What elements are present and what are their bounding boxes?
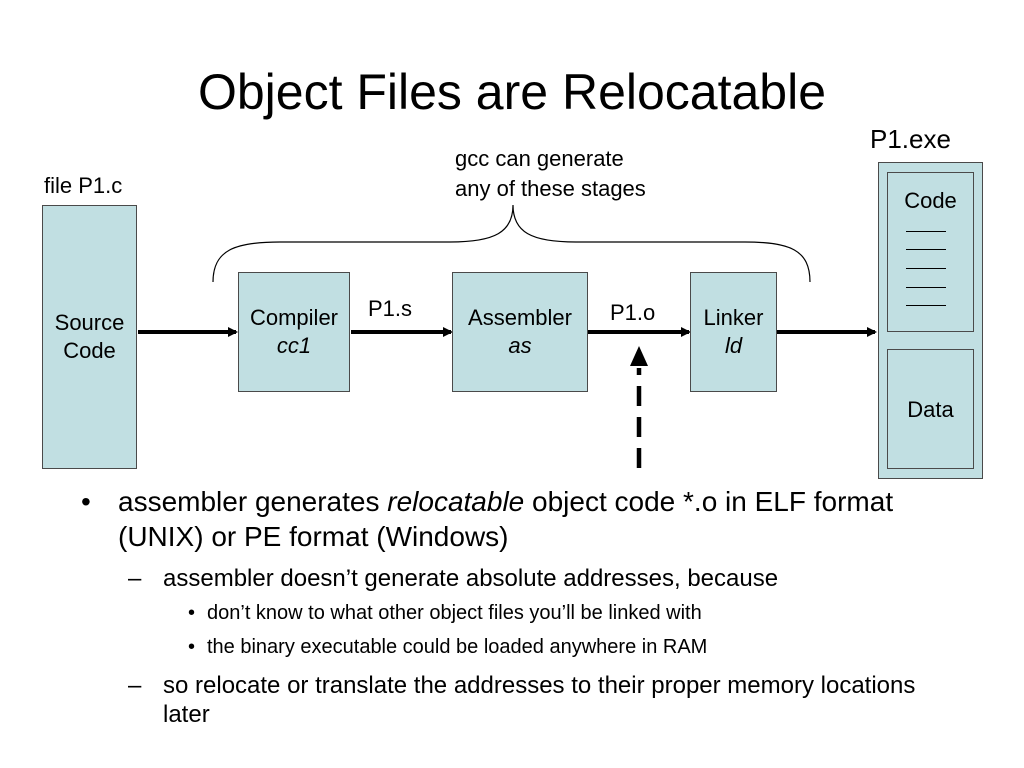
bullet-1-suffix: object code *.o in ELF format (UNIX) or … xyxy=(118,486,894,552)
code-line-2 xyxy=(906,249,946,250)
sub-bullet-1-marker: – xyxy=(128,565,142,592)
compiler-name: Compiler xyxy=(249,305,339,330)
sub-sub-bullet-1-marker: • xyxy=(188,602,196,624)
stages-brace xyxy=(212,204,811,283)
p1-o-label: P1.o xyxy=(610,300,656,325)
code-line-3 xyxy=(906,268,946,269)
sub-bullet-2-marker: – xyxy=(128,672,142,699)
linker-name: Linker xyxy=(703,305,764,330)
bullet-1-text: assembler generates relocatable object c… xyxy=(118,484,938,554)
code-line-4 xyxy=(906,287,946,288)
slide-title: Object Files are Relocatable xyxy=(197,64,827,120)
compiler-box: Compiler cc1 xyxy=(238,272,350,392)
gcc-note-line2: any of these stages xyxy=(455,176,646,201)
dashed-pointer-arrowhead xyxy=(630,346,648,366)
code-line-1 xyxy=(906,231,946,232)
sub-sub-bullet-2-marker: • xyxy=(188,636,196,658)
linker-box: Linker ld xyxy=(690,272,777,392)
exe-data-label: Data xyxy=(907,397,954,422)
p1-s-label: P1.s xyxy=(368,296,413,321)
sub-sub-bullet-2-text: the binary executable could be loaded an… xyxy=(207,636,708,658)
assembler-program: as xyxy=(508,333,532,358)
p1-exe-label: P1.exe xyxy=(870,124,951,154)
source-code-line1: Source xyxy=(54,310,125,335)
file-p1c-label: file P1.c xyxy=(44,173,123,198)
bullet-1-prefix: assembler generates xyxy=(118,486,388,517)
compiler-program: cc1 xyxy=(276,333,312,358)
assembler-box: Assembler as xyxy=(452,272,588,392)
source-code-line2: Code xyxy=(63,338,116,363)
sub-bullet-2-text: so relocate or translate the addresses t… xyxy=(163,672,916,728)
exe-data-section: Data xyxy=(887,349,974,469)
gcc-note-line1: gcc can generate xyxy=(455,146,624,171)
bullet-1-emphasis: relocatable xyxy=(387,486,525,517)
sub-sub-bullet-1-text: don’t know to what other object files yo… xyxy=(207,602,702,624)
sub-bullet-1-text: assembler doesn’t generate absolute addr… xyxy=(163,565,779,592)
bullet-1-marker: • xyxy=(81,486,91,517)
exe-code-section: Code xyxy=(887,172,974,332)
exe-code-label: Code xyxy=(904,188,957,213)
assembler-name: Assembler xyxy=(468,305,572,330)
linker-program: ld xyxy=(724,333,743,358)
source-code-box: Source Code xyxy=(42,205,137,469)
code-line-5 xyxy=(906,305,946,306)
